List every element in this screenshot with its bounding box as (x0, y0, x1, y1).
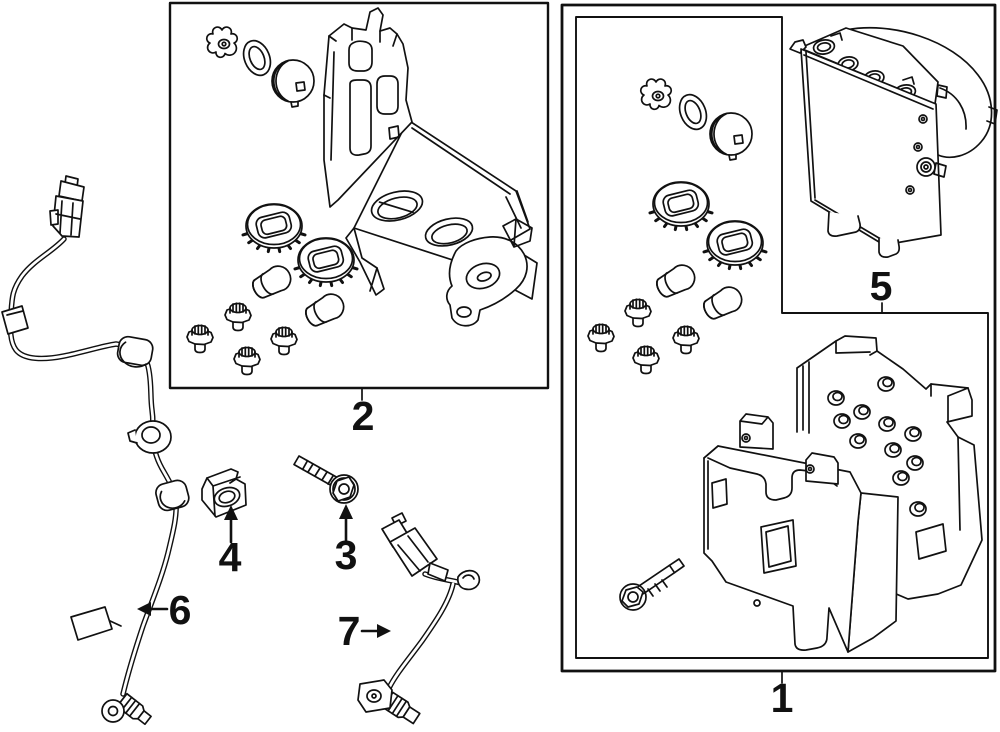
fastener-o-ring (237, 35, 277, 81)
fastener-barrel-spacer (699, 282, 747, 325)
callout-label-7[interactable]: 7 (338, 608, 361, 654)
arrowhead (224, 505, 238, 520)
fastener-flange-nut (186, 324, 214, 354)
arrowhead (377, 624, 391, 638)
callout-label-4[interactable]: 4 (219, 534, 242, 580)
sensor-connector (381, 512, 449, 582)
bracket-part-2 (323, 7, 538, 327)
wheel-sensor-part-6 (1, 175, 190, 726)
fastener-castle-nut (205, 26, 239, 59)
callouts: 1 2 3 4 5 6 7 (137, 263, 892, 721)
fastener-barrel-spacer (248, 261, 296, 304)
fastener-flange-nut (672, 325, 700, 355)
callout-5[interactable]: 5 (870, 263, 893, 314)
fastener-castle-grommet (241, 202, 307, 254)
mounting-bolt (619, 558, 685, 611)
fastener-flange-nut (587, 323, 615, 353)
callout-4[interactable]: 4 (219, 505, 242, 580)
callout-label-2[interactable]: 2 (352, 393, 375, 439)
hydraulic-unit-part-5 (789, 26, 998, 258)
clip-nut-part-4 (201, 468, 247, 518)
harness-tag (70, 606, 122, 641)
fastener-grommet (271, 59, 315, 108)
fastener-flange-nut (624, 298, 652, 328)
callout-label-1[interactable]: 1 (771, 675, 794, 721)
fastener-castle-grommet (648, 180, 714, 232)
arrowhead (339, 504, 353, 519)
fastener-castle-grommet (702, 219, 768, 271)
callout-1[interactable]: 1 (771, 671, 794, 721)
fastener-grommet (709, 112, 753, 161)
parts-box-1 (560, 3, 997, 673)
fastener-flange-nut (632, 345, 660, 375)
fastener-barrel-spacer (301, 289, 349, 332)
callout-label-3[interactable]: 3 (335, 532, 358, 578)
parts-box-2 (168, 1, 550, 390)
arrowhead (137, 602, 151, 616)
valve-block (796, 335, 983, 600)
ecu-block (703, 413, 899, 653)
hardware-kit-box-1 (587, 78, 768, 375)
callout-3[interactable]: 3 (335, 504, 358, 578)
fastener-barrel-spacer (652, 260, 700, 303)
sensor-head (101, 692, 152, 726)
fastener-flange-nut (224, 302, 252, 332)
parts-box-1-inner-divider (575, 16, 989, 659)
callout-label-5[interactable]: 5 (870, 263, 893, 309)
fastener-o-ring (673, 89, 713, 135)
callout-7[interactable]: 7 (338, 608, 391, 654)
callout-2[interactable]: 2 (352, 388, 375, 439)
sensor-head (357, 679, 421, 725)
sensor-connector (49, 175, 85, 238)
callout-label-6[interactable]: 6 (169, 587, 192, 633)
fastener-castle-grommet (293, 236, 359, 288)
fastener-flange-nut (233, 346, 261, 376)
wheel-sensor-part-7 (357, 512, 481, 725)
flange-bolt-part-3 (293, 455, 359, 504)
fastener-flange-nut (270, 326, 298, 356)
callout-6[interactable]: 6 (137, 587, 191, 633)
fastener-castle-nut (639, 78, 673, 111)
abs-module-part-1 (619, 335, 983, 653)
